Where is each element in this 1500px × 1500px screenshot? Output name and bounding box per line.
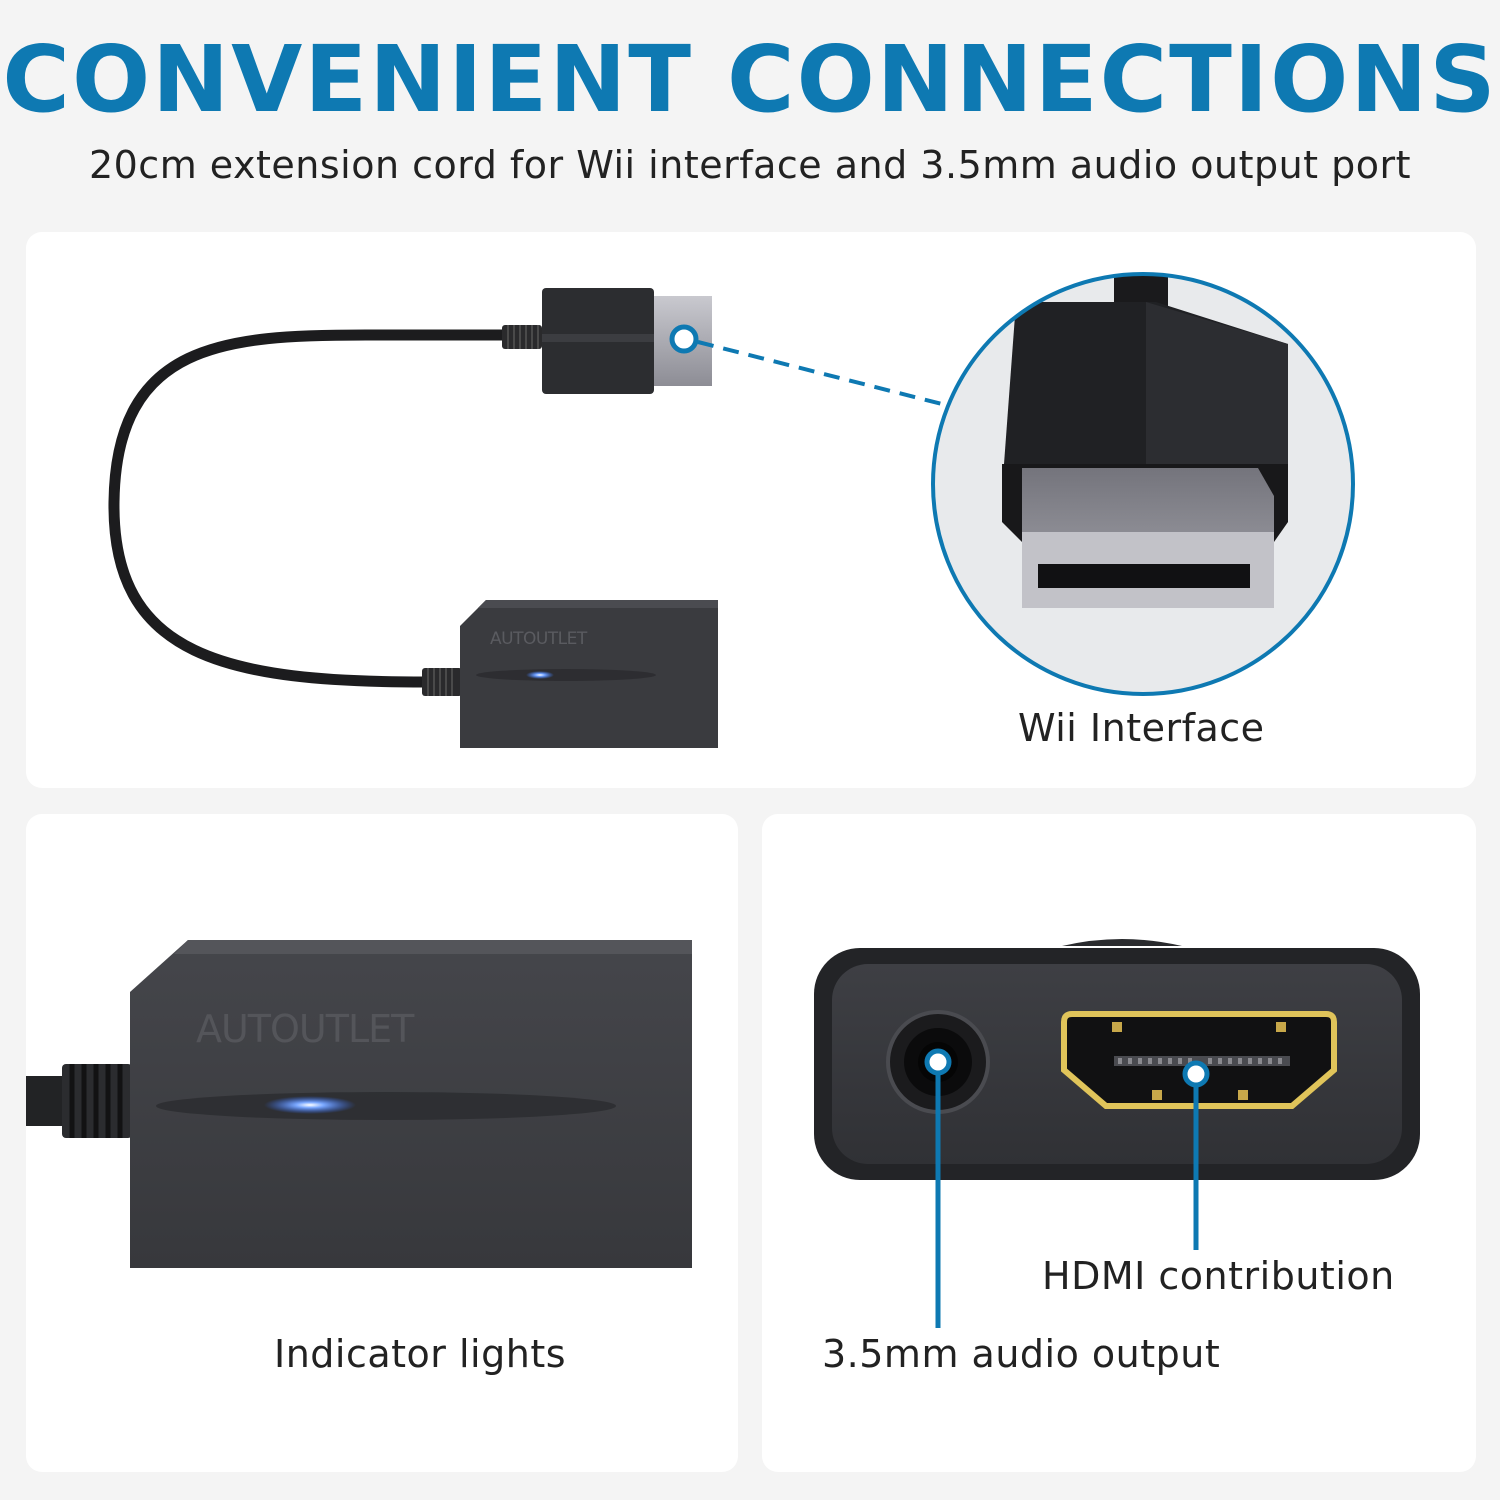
adapter-logo-small: AUTOUTLET	[490, 629, 588, 649]
panel-overview: AUTOUTLET Wii Interface	[26, 232, 1476, 788]
ports-illustration	[814, 939, 1420, 1328]
callout-dot-hdmi	[1182, 1060, 1210, 1088]
panel-ports: HDMI contribution 3.5mm audio output	[762, 814, 1476, 1472]
callout-line-wii	[697, 340, 943, 406]
cable	[108, 329, 510, 688]
indicator-led	[264, 1096, 356, 1114]
adapter-overview-illustration: AUTOUTLET	[108, 272, 1355, 748]
label-wii-interface: Wii Interface	[1018, 706, 1265, 750]
callout-dot-wii	[669, 324, 699, 354]
panel-indicator: AUTOUTLET Indicator lights	[26, 814, 738, 1472]
adapter-logo-large: AUTOUTLET	[196, 1007, 415, 1051]
callout-dot-audio	[924, 1048, 952, 1076]
label-indicator-lights: Indicator lights	[274, 1332, 567, 1376]
wii-plug-zoom	[1002, 274, 1288, 608]
page-subtitle: 20cm extension cord for Wii interface an…	[88, 143, 1412, 187]
adapter-led-small	[526, 671, 554, 679]
label-audio-output: 3.5mm audio output	[822, 1332, 1221, 1376]
zoom-ring	[931, 272, 1355, 696]
indicator-illustration: AUTOUTLET	[26, 940, 692, 1268]
label-hdmi: HDMI contribution	[1042, 1254, 1395, 1298]
page-title: CONVENIENT CONNECTIONS	[2, 26, 1498, 133]
